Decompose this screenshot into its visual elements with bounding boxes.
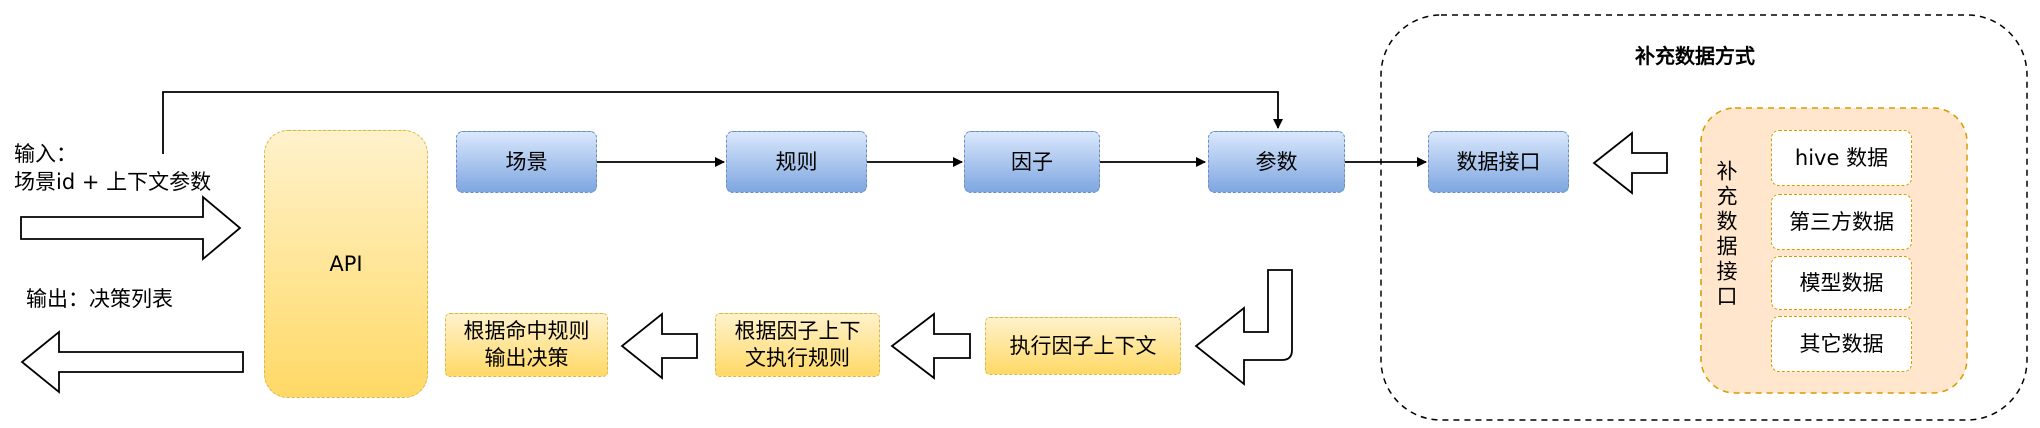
- data-api-label: 数据接口: [1456, 149, 1541, 174]
- output-decision-label: 根据命中规则 输出决策: [463, 319, 590, 370]
- factor-box: 因子: [964, 131, 1100, 193]
- source-third-party: 第三方数据: [1771, 194, 1912, 250]
- scene-label: 场景: [505, 149, 548, 174]
- exec-to-rule-hollow-arrow: [890, 312, 971, 380]
- exec-rule-box: 根据因子上下 文执行规则: [715, 313, 880, 377]
- param-label: 参数: [1255, 149, 1298, 174]
- api-label: API: [329, 251, 363, 276]
- output-label: 输出：决策列表: [26, 287, 173, 311]
- source-model-label: 模型数据: [1799, 270, 1884, 295]
- factor-label: 因子: [1011, 149, 1053, 174]
- supplement-hollow-arrow: [1592, 131, 1668, 195]
- source-hive-label: hive 数据: [1794, 145, 1889, 170]
- rule-box: 规则: [726, 131, 867, 193]
- output-block-arrow: [20, 330, 244, 394]
- data-api-box: 数据接口: [1428, 131, 1569, 193]
- output-decision-box: 根据命中规则 输出决策: [445, 313, 608, 377]
- input-label: 输入： 场景id + 上下文参数: [14, 142, 212, 194]
- exec-factor-ctx-label: 执行因子上下文: [1009, 333, 1157, 358]
- rule-label: 规则: [775, 149, 818, 174]
- source-model: 模型数据: [1771, 256, 1912, 310]
- api-box: API: [264, 130, 428, 398]
- turn-down-hollow-arrow: [1194, 269, 1293, 386]
- exec-rule-label: 根据因子上下 文执行规则: [734, 319, 861, 370]
- scene-box: 场景: [456, 131, 597, 193]
- source-other: 其它数据: [1771, 316, 1912, 372]
- exec-factor-ctx-box: 执行因子上下文: [985, 317, 1181, 375]
- source-hive: hive 数据: [1771, 130, 1912, 186]
- input-to-param-connector: [162, 91, 1283, 154]
- source-third-party-label: 第三方数据: [1789, 209, 1894, 234]
- param-box: 参数: [1208, 131, 1345, 193]
- supplement-title: 补充数据方式: [1635, 44, 1755, 68]
- supplement-interface-label: 补充数据接口: [1714, 160, 1738, 310]
- input-block-arrow: [20, 195, 242, 261]
- supplement-container: [1380, 14, 2028, 421]
- rule-to-decision-hollow-arrow: [620, 312, 698, 380]
- source-other-label: 其它数据: [1799, 331, 1884, 356]
